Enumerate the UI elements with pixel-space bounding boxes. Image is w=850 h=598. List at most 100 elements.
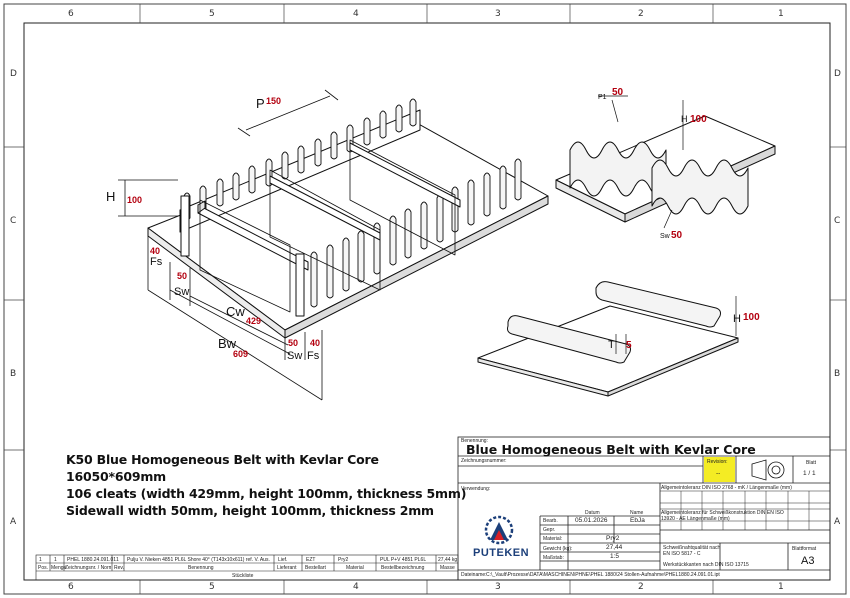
parts-pos: 1 (39, 557, 42, 563)
parts-zeichnungsnr: PHEL 1880.24.091.01 (67, 557, 117, 563)
zone-top-3: 3 (495, 9, 501, 19)
parts-head-menge: Menge (51, 565, 67, 571)
projection-symbol-icon (751, 459, 785, 481)
tolerance-grid (660, 490, 830, 530)
note-line: 106 cleats (width 429mm, height 100mm, t… (66, 486, 467, 501)
dim-fs-value: 40 (150, 246, 160, 256)
parts-head-bestellart: Bestellart (305, 565, 326, 571)
parts-head-benennung: Benennung (188, 565, 214, 571)
dim-h-value: 100 (127, 195, 142, 205)
zone-left-a: A (10, 517, 17, 527)
sw-sw-label: Sw (660, 233, 671, 240)
parts-bestellbezeichnung: PUL P+V 4851 PL6L (380, 557, 427, 563)
sw-sw-value: 50 (671, 230, 683, 241)
zone-left-c: C (10, 216, 17, 226)
sw-h-value: 100 (690, 114, 707, 125)
verwendung-label: Verwendung: (461, 486, 491, 492)
dim-cw-label: Cw (226, 304, 245, 319)
zone-right-b: B (834, 369, 841, 379)
cleat-t-label: T (608, 339, 615, 351)
dim-fs2-value: 40 (310, 338, 320, 348)
dim-bw-label: Bw (218, 336, 237, 351)
name-label: Name (630, 510, 644, 516)
cleat-t-value: 5 (626, 340, 632, 351)
parts-head-material: Material (346, 565, 364, 571)
zone-bottom-3: 3 (495, 582, 501, 592)
blattformat-value: A3 (801, 555, 815, 567)
gepr-label: Gepr. (543, 527, 556, 533)
puteken-logo-icon (484, 515, 514, 545)
revision-value: -- (716, 470, 721, 477)
zone-bottom-6: 6 (68, 582, 74, 592)
revision-label: Revision: (707, 459, 728, 465)
parts-rev: 1 (116, 557, 119, 563)
parts-footer: Stückliste (232, 573, 254, 579)
sidewall-detail-view (555, 95, 776, 229)
cleat-h-label: H (733, 313, 741, 325)
parts-list-grid (35, 554, 459, 581)
tolerance-heading-weld: Allgemeintoleranz für Schweißkonstruktio… (661, 510, 784, 522)
zone-right-d: D (834, 69, 841, 79)
dim-sw-value: 50 (177, 271, 187, 281)
dim-sw2-label: Sw (287, 350, 302, 362)
main-dim-labels: P 150 H 100 40 Fs 50 Sw Cw 429 Bw 609 50… (106, 96, 320, 362)
zone-right-a: A (834, 517, 841, 527)
blatt-value: 1 / 1 (803, 470, 816, 477)
dim-bw-value: 609 (233, 349, 248, 359)
zone-left-d: D (10, 69, 17, 79)
title-block-grid (457, 436, 831, 581)
weld-quality-label: Schweißnahtqualität nach EN ISO 5817 - C (663, 545, 721, 557)
parts-head-zeichnungsnr: Zeichnungsnr. / Normteil (65, 565, 111, 571)
zone-right-c: C (834, 216, 841, 226)
zone-bottom-1: 1 (778, 582, 784, 592)
tolerance-heading: Allgemeintoleranz DIN ISO 2768 - mK / Lä… (661, 485, 792, 491)
parts-head-lieferant: Lieferant (277, 565, 297, 571)
dim-h-label: H (106, 189, 115, 204)
parts-lieferant: Lief. (278, 557, 288, 563)
massstab-label: Maßstab: (543, 555, 564, 561)
zone-top-6: 6 (68, 9, 74, 19)
dim-sw2-value: 50 (288, 338, 298, 348)
main-belt-view (147, 98, 549, 339)
parts-bestellart: EZT (306, 557, 316, 563)
sw-p1-value: 50 (612, 87, 624, 98)
bearb-label: Bearb. (543, 518, 558, 524)
parts-head-bestellbezeichnung: Bestellbezeichnung (381, 565, 425, 571)
outer-border (3, 3, 847, 595)
bearb-date: 05.01.2026 (575, 517, 608, 524)
werkstueck-label: Werkstückkanten nach DIN ISO 13715 (663, 562, 749, 568)
dim-sw-label: Sw (174, 286, 189, 298)
logo-text: PUTEKEN (473, 547, 530, 559)
blattformat-label: Blattformat (792, 546, 817, 552)
parts-head-masse: Masse (440, 565, 455, 571)
zone-bottom-5: 5 (209, 582, 215, 592)
drawing-notes: K50 Blue Homogeneous Belt with Kevlar Co… (66, 451, 466, 519)
parts-head-pos: Pos. (38, 565, 49, 571)
zone-bottom-4: 4 (353, 582, 359, 592)
zone-top-4: 4 (353, 9, 359, 19)
dim-cw-value: 429 (246, 316, 261, 326)
dim-p-label: P (256, 96, 265, 111)
cleat-detail-view (477, 281, 739, 397)
bearb-name: EbJa (630, 517, 645, 524)
zone-bottom-2: 2 (638, 582, 644, 592)
dateiname-value: C:\_Vault\Prozesse\DATA\MASCHINEN\PHNE\P… (486, 572, 720, 578)
note-line: 16050*609mm (66, 469, 166, 484)
zone-left-b: B (10, 369, 17, 379)
zone-top-1: 1 (778, 9, 784, 19)
note-line: K50 Blue Homogeneous Belt with Kevlar Co… (66, 452, 379, 467)
parts-menge: 1 (54, 557, 57, 563)
material-value: Pry2 (606, 535, 620, 542)
sidewall-detail-labels: P1 50 H 100 Sw 50 (598, 87, 707, 241)
zone-top-2: 2 (638, 9, 644, 19)
dateiname-label: Dateiname: (461, 572, 487, 578)
note-line: Sidewall width 50mm, height 100mm, thick… (66, 503, 434, 518)
zone-top-5: 5 (209, 9, 215, 19)
massstab-value: 1:5 (610, 553, 620, 560)
parts-masse: 27,44 kg (438, 557, 458, 563)
sw-p1-label: P1 (598, 94, 607, 101)
blatt-label: Blatt (806, 460, 817, 466)
dim-p-value: 150 (266, 96, 281, 106)
